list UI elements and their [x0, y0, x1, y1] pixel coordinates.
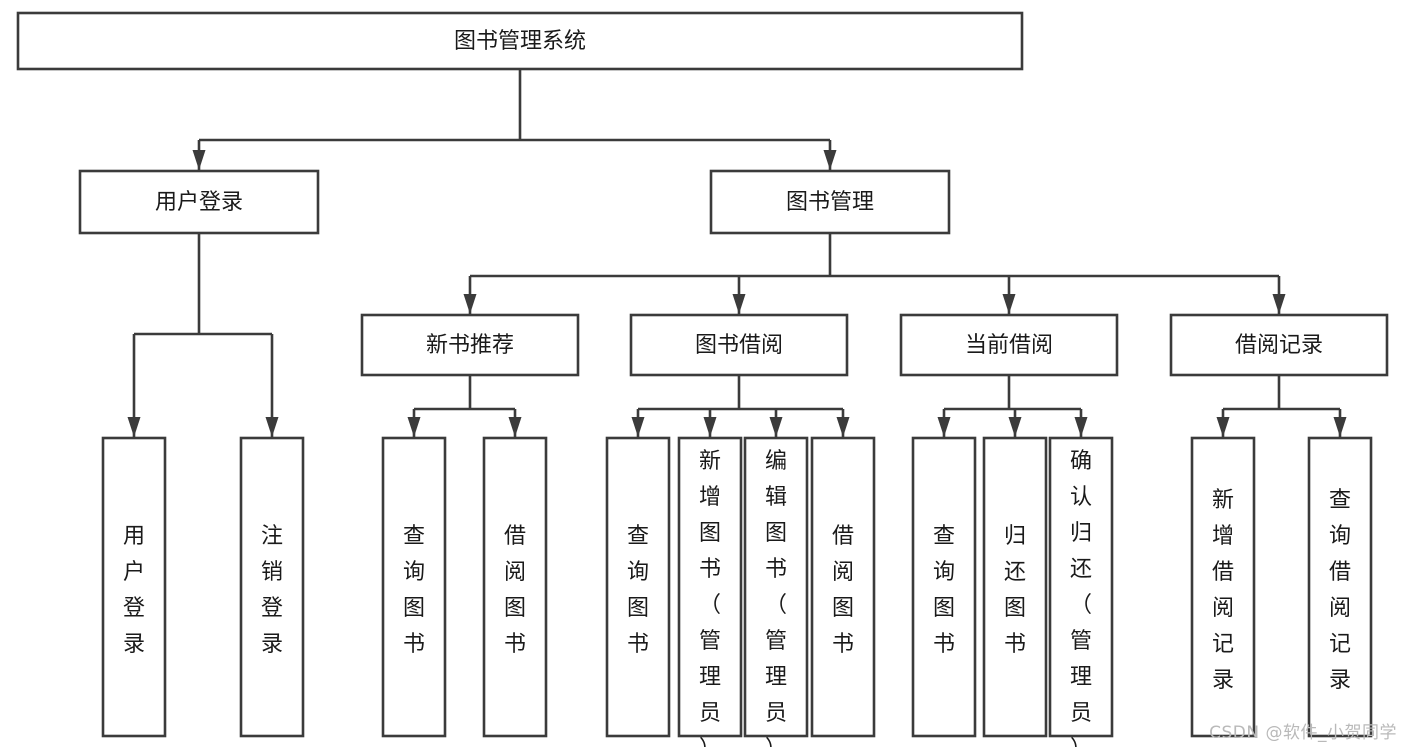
- node-box-注销登录: [239, 436, 305, 738]
- arrow-head-user-login-1: [265, 417, 279, 437]
- node-box-新书推荐: [360, 313, 580, 377]
- node-图书管理系统[interactable]: 图书管理系统: [16, 11, 1024, 71]
- node-图书管理[interactable]: 图书管理: [709, 169, 951, 235]
- arrow-head-current-1: [1008, 417, 1022, 437]
- node-借阅图书[interactable]: 借阅图书: [810, 436, 876, 738]
- node-label-查询图书: 查询图书: [933, 524, 955, 657]
- arrow-head-book-mgmt-2: [1002, 294, 1016, 314]
- node-label-借阅图书: 借阅图书: [832, 524, 854, 657]
- node-layer: 图书管理系统用户登录图书管理新书推荐图书借阅当前借阅借阅记录用户登录注销登录查询…: [16, 11, 1389, 747]
- node-label-借阅图书: 借阅图书: [504, 524, 526, 657]
- node-用户登录[interactable]: 用户登录: [78, 169, 320, 235]
- node-查询图书[interactable]: 查询图书: [381, 436, 447, 738]
- node-box-图书管理系统: [16, 11, 1024, 71]
- node-label-新增图书管理员: 新增图书（管理员）: [699, 449, 721, 747]
- node-新增借阅记录[interactable]: 新增借阅记录: [1190, 436, 1256, 738]
- node-box-查询图书: [605, 436, 671, 738]
- node-label-新书推荐: 新书推荐: [426, 333, 514, 358]
- node-box-用户登录: [78, 169, 320, 235]
- node-box-确认归还管理员: [1048, 436, 1114, 738]
- node-用户登录[interactable]: 用户登录: [101, 436, 167, 738]
- node-box-新增借阅记录: [1190, 436, 1256, 738]
- arrow-head-book-mgmt-3: [1272, 294, 1286, 314]
- node-box-归还图书: [982, 436, 1048, 738]
- node-box-编辑图书管理员: [743, 436, 809, 738]
- node-box-借阅图书: [482, 436, 548, 738]
- node-注销登录[interactable]: 注销登录: [239, 436, 305, 738]
- arrow-head-records-0: [1216, 417, 1230, 437]
- node-box-图书管理: [709, 169, 951, 235]
- arrow-head-new-book-0: [407, 417, 421, 437]
- node-box-当前借阅: [899, 313, 1119, 377]
- node-图书借阅[interactable]: 图书借阅: [629, 313, 849, 377]
- node-box-查询图书: [381, 436, 447, 738]
- arrow-head-current-0: [937, 417, 951, 437]
- csdn-watermark: CSDN @软件_小贺同学: [1209, 723, 1397, 743]
- node-box-图书借阅: [629, 313, 849, 377]
- connector-layer: [127, 69, 1347, 437]
- node-借阅图书[interactable]: 借阅图书: [482, 436, 548, 738]
- arrow-head-book-mgmt-0: [463, 294, 477, 314]
- node-新增图书管理员[interactable]: 新增图书（管理员）: [677, 436, 743, 747]
- arrow-head-records-1: [1333, 417, 1347, 437]
- node-box-借阅记录: [1169, 313, 1389, 377]
- node-label-图书借阅: 图书借阅: [695, 333, 783, 358]
- arrow-head-current-2: [1074, 417, 1088, 437]
- node-label-注销登录: 注销登录: [261, 524, 283, 657]
- node-label-用户登录: 用户登录: [155, 190, 243, 215]
- node-归还图书[interactable]: 归还图书: [982, 436, 1048, 738]
- node-box-查询借阅记录: [1307, 436, 1373, 738]
- node-确认归还管理员[interactable]: 确认归还（管理员）: [1048, 436, 1114, 747]
- node-label-查询图书: 查询图书: [403, 524, 425, 657]
- arrow-head-user-login-0: [127, 417, 141, 437]
- arrow-head-root-0: [192, 150, 206, 170]
- node-新书推荐[interactable]: 新书推荐: [360, 313, 580, 377]
- node-查询图书[interactable]: 查询图书: [911, 436, 977, 738]
- node-label-当前借阅: 当前借阅: [965, 333, 1053, 358]
- node-label-查询借阅记录: 查询借阅记录: [1329, 488, 1351, 693]
- node-box-用户登录: [101, 436, 167, 738]
- node-查询图书[interactable]: 查询图书: [605, 436, 671, 738]
- node-box-借阅图书: [810, 436, 876, 738]
- node-label-查询图书: 查询图书: [627, 524, 649, 657]
- node-查询借阅记录[interactable]: 查询借阅记录: [1307, 436, 1373, 738]
- node-label-归还图书: 归还图书: [1004, 524, 1026, 657]
- node-label-图书管理系统: 图书管理系统: [454, 29, 586, 54]
- node-box-新增图书管理员: [677, 436, 743, 738]
- arrow-head-new-book-1: [508, 417, 522, 437]
- arrow-head-borrow-3: [836, 417, 850, 437]
- node-借阅记录[interactable]: 借阅记录: [1169, 313, 1389, 377]
- node-label-图书管理: 图书管理: [786, 190, 874, 215]
- arrow-head-borrow-2: [769, 417, 783, 437]
- arrow-head-book-mgmt-1: [732, 294, 746, 314]
- node-label-用户登录: 用户登录: [123, 524, 145, 657]
- node-label-新增借阅记录: 新增借阅记录: [1212, 488, 1234, 693]
- arrow-head-borrow-1: [703, 417, 717, 437]
- arrow-head-borrow-0: [631, 417, 645, 437]
- node-label-借阅记录: 借阅记录: [1235, 333, 1323, 358]
- node-label-编辑图书管理员: 编辑图书（管理员）: [765, 449, 787, 747]
- node-当前借阅[interactable]: 当前借阅: [899, 313, 1119, 377]
- node-编辑图书管理员[interactable]: 编辑图书（管理员）: [743, 436, 809, 747]
- node-label-确认归还管理员: 确认归还（管理员）: [1070, 449, 1092, 747]
- arrow-head-root-1: [823, 150, 837, 170]
- node-box-查询图书: [911, 436, 977, 738]
